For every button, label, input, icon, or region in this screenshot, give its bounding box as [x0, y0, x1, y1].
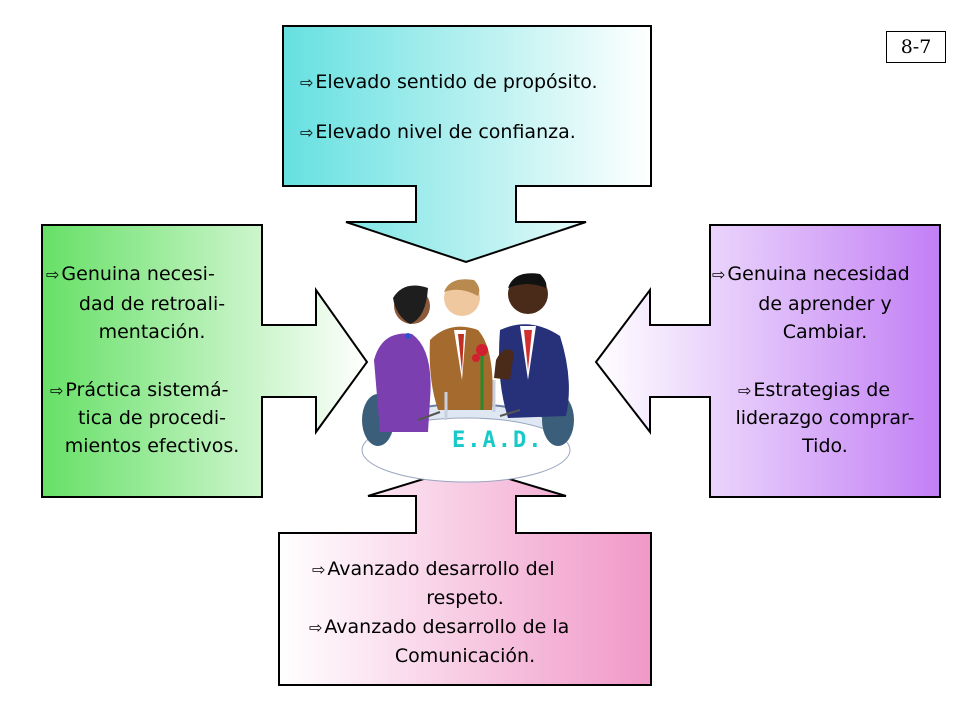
right-item-2-line-1: Estrategias de	[738, 376, 890, 405]
left-item-1-line-2: dad de retroali-	[78, 293, 226, 315]
bottom-item-2-line-2: Comunicación.	[394, 645, 536, 667]
left-item-1-line-3: mentación.	[98, 321, 206, 343]
right-item-1-line-3: Cambiar.	[782, 321, 868, 343]
right-item-2-line-2: liderazgo comprar-	[735, 407, 915, 429]
right-item-1-line-2: de aprender y	[758, 293, 892, 315]
left-item-2-line-2: tica de procedi-	[77, 407, 227, 429]
bottom-item-1-line-2: respeto.	[426, 587, 504, 609]
center-label: E.A.D.	[452, 428, 544, 453]
left-item-1-line-1: Genuina necesi-	[46, 260, 214, 289]
slide-number: 8-7	[886, 31, 946, 63]
bottom-item-2-line-1: Avanzado desarrollo de la	[309, 613, 569, 642]
right-item-1-line-1: Genuina necesidad	[712, 260, 909, 289]
left-item-2-line-3: mientos efectivos.	[64, 435, 240, 457]
left-item-2-line-1: Práctica sistemá-	[50, 376, 228, 405]
left-callout	[41, 224, 369, 498]
right-callout	[594, 224, 941, 498]
top-item-1: Elevado sentido de propósito.	[300, 68, 597, 97]
bottom-item-1-line-1: Avanzado desarrollo del	[312, 555, 554, 584]
right-item-2-line-3: Tido.	[802, 435, 848, 457]
top-item-2: Elevado nivel de confianza.	[300, 118, 575, 147]
meeting-illustration	[361, 273, 574, 483]
